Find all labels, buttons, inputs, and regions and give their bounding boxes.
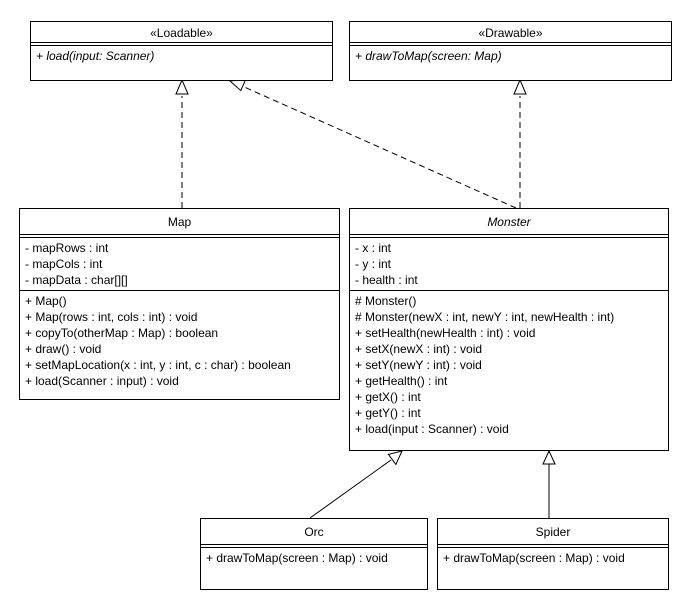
drawable-divider [350,42,671,46]
drawable-operation: + drawToMap(screen: Map) [355,49,502,63]
spider-class-box: Spider + drawToMap(screen : Map) : void [437,518,669,590]
loadable-divider [31,42,332,46]
orc-to-monster-edge [309,459,392,519]
drawable-interface-box: «Drawable» + drawToMap(screen: Map) [349,21,672,81]
map-class-name: Map [167,215,192,229]
monster-class-box: Monster - x : int - y : int - health : i… [349,208,669,451]
orc-operation: + drawToMap(screen : Map) : void [206,551,388,565]
orc-to-monster-arrowhead [387,450,403,466]
monster-to-loadable-arrowhead [228,78,247,92]
monster-to-loadable-edge [241,85,517,209]
monster-operation: + setHealth(newHealth : int) : void [355,326,536,340]
map-name-divider [20,234,339,238]
map-operation: + Map() [25,294,67,308]
loadable-stereotype: «Loadable» [150,26,213,40]
monster-attribute: - health : int [355,273,418,287]
loadable-operation: + load(input: Scanner) [36,49,155,63]
map-to-loadable-arrowhead [175,78,189,95]
drawable-operations: + drawToMap(screen: Map) [350,46,671,66]
orc-name-divider [201,544,427,548]
monster-operations: # Monster() # Monster(newX : int, newY :… [350,291,668,439]
map-attributes-divider [20,290,339,291]
monster-operation: + getHealth() : int [355,374,448,388]
spider-to-monster-arrowhead [542,449,556,465]
monster-operation: + load(input : Scanner) : void [355,422,509,436]
monster-attributes-divider [350,290,668,291]
map-operations: + Map() + Map(rows : int, cols : int) : … [20,291,339,391]
map-operation: + load(Scanner : input) : void [25,374,179,388]
monster-to-drawable-arrowhead [513,78,527,95]
monster-operation: # Monster(newX : int, newY : int, newHea… [355,310,615,324]
map-operation: + Map(rows : int, cols : int) : void [25,310,198,324]
monster-attributes: - x : int - y : int - health : int [350,238,668,290]
monster-operation: + getY() : int [355,406,421,420]
map-class-box: Map - mapRows : int - mapCols : int - ma… [19,208,340,400]
loadable-operations: + load(input: Scanner) [31,46,332,66]
monster-operation: + getX() : int [355,390,421,404]
map-attribute: - mapRows : int [25,241,109,255]
map-operation: + draw() : void [25,342,102,356]
drawable-stereotype: «Drawable» [478,26,543,40]
monster-operation: + setY(newY : int) : void [355,358,482,372]
map-operation: + setMapLocation(x : int, y : int, c : c… [25,358,291,372]
orc-class-name: Orc [304,525,324,539]
monster-name-divider [350,234,668,238]
monster-operation: # Monster() [355,294,417,308]
monster-attribute: - x : int [355,241,392,255]
spider-operation: + drawToMap(screen : Map) : void [443,551,625,565]
monster-operation: + setX(newX : int) : void [355,342,483,356]
loadable-interface-box: «Loadable» + load(input: Scanner) [30,21,333,81]
map-attribute: - mapCols : int [25,257,103,271]
monster-class-name: Monster [487,215,531,229]
orc-operations: + drawToMap(screen : Map) : void [201,548,427,568]
map-attribute: - mapData : char[][] [25,273,128,287]
map-operation: + copyTo(otherMap : Map) : boolean [25,326,219,340]
spider-name-divider [438,544,668,548]
monster-attribute: - y : int [355,257,392,271]
map-attributes: - mapRows : int - mapCols : int - mapDat… [20,238,339,290]
orc-class-box: Orc + drawToMap(screen : Map) : void [200,518,428,590]
spider-operations: + drawToMap(screen : Map) : void [438,548,668,568]
spider-class-name: Spider [535,525,571,539]
